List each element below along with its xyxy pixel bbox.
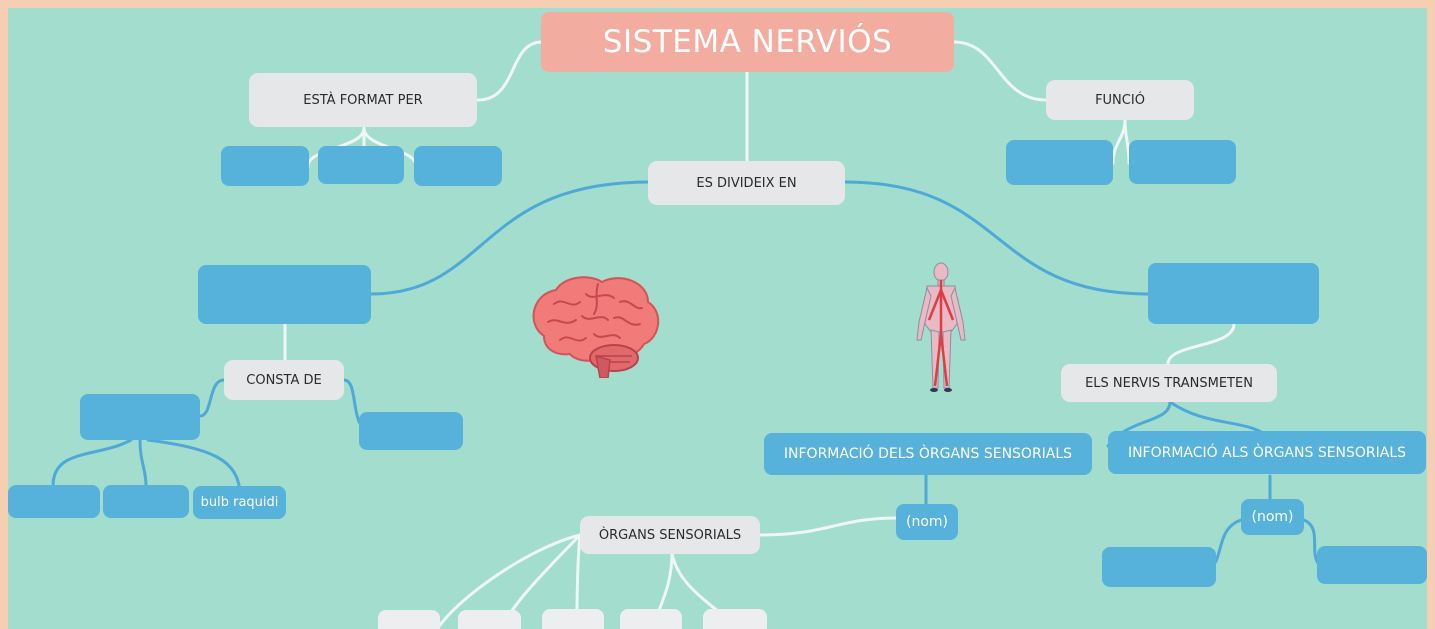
link-divideix-cns	[369, 180, 650, 296]
link-organs-sub1	[436, 533, 582, 629]
els-nervis-transmeten-node[interactable]: ELS NERVIS TRANSMETEN	[1061, 364, 1277, 402]
nom-left-box[interactable]	[1102, 547, 1216, 587]
link-funcio-box2	[1123, 118, 1131, 165]
informacio-als-label: INFORMACIÓ ALS ÒRGANS SENSORIALS	[1127, 444, 1407, 461]
nom-right-box[interactable]	[1317, 546, 1427, 584]
organs-sensorials-label: ÒRGANS SENSORIALS	[598, 527, 742, 543]
link-divideix-pns	[843, 180, 1150, 296]
funcio-node[interactable]: FUNCIÓ	[1046, 80, 1194, 120]
els-nervis-transmeten-label: ELS NERVIS TRANSMETEN	[1085, 375, 1253, 391]
esta-format-box-3[interactable]	[414, 146, 502, 186]
organ-box-2[interactable]	[458, 610, 521, 629]
title-node[interactable]: SISTEMA NERVIÓS	[541, 12, 954, 72]
link-title-esta	[476, 40, 544, 102]
consta-de-box-left[interactable]	[80, 394, 200, 440]
funcio-box-1[interactable]	[1006, 140, 1113, 185]
link-consta-box	[198, 378, 226, 418]
human-body-icon	[916, 262, 966, 392]
link-title-funcio	[952, 40, 1048, 102]
link-nom-left-box	[1211, 518, 1243, 568]
link-pns-nervis	[1166, 322, 1236, 366]
organ-box-4[interactable]	[620, 609, 682, 629]
central-nervous-box[interactable]	[198, 265, 371, 324]
nom-left-node[interactable]: (nom)	[896, 504, 958, 540]
es-divideix-en-node[interactable]: ES DIVIDEIX EN	[648, 161, 845, 205]
organ-box-1[interactable]	[378, 610, 440, 629]
esta-format-per-label: ESTÀ FORMAT PER	[303, 92, 423, 108]
link-box-mid	[138, 438, 148, 488]
esta-format-box-1[interactable]	[221, 146, 309, 186]
link-funcio-box1	[1111, 118, 1127, 165]
es-divideix-en-label: ES DIVIDEIX EN	[696, 175, 797, 191]
nom-left-label: (nom)	[906, 514, 948, 530]
link-organs-nom	[758, 516, 898, 537]
link-box-left	[51, 438, 133, 488]
bulb-raquidi-node[interactable]: bulb raquidi	[193, 486, 286, 519]
organ-box-3[interactable]	[542, 609, 604, 629]
esta-format-box-2[interactable]	[318, 146, 404, 184]
part-box-2[interactable]	[103, 485, 189, 518]
esta-format-per-node[interactable]: ESTÀ FORMAT PER	[249, 73, 477, 127]
funcio-box-2[interactable]	[1129, 140, 1236, 184]
informacio-als-node[interactable]: INFORMACIÓ ALS ÒRGANS SENSORIALS	[1108, 431, 1426, 474]
consta-de-label: CONSTA DE	[246, 372, 322, 388]
nom-right-node[interactable]: (nom)	[1241, 499, 1304, 535]
brain-icon	[532, 276, 659, 378]
link-box-bulb	[146, 438, 242, 498]
consta-de-box-right[interactable]	[359, 412, 463, 450]
funcio-label: FUNCIÓ	[1095, 92, 1145, 108]
organ-box-5[interactable]	[703, 609, 767, 629]
mind-map-canvas: SISTEMA NERVIÓS ESTÀ FORMAT PER FUNCIÓ E…	[8, 8, 1427, 629]
consta-de-node[interactable]: CONSTA DE	[224, 360, 344, 400]
title-label: SISTEMA NERVIÓS	[602, 24, 893, 60]
peripheral-nervous-box[interactable]	[1148, 263, 1319, 324]
organs-sensorials-node[interactable]: ÒRGANS SENSORIALS	[580, 516, 760, 554]
bulb-raquidi-label: bulb raquidi	[200, 495, 279, 510]
part-box-1[interactable]	[8, 485, 100, 518]
informacio-dels-node[interactable]: INFORMACIÓ DELS ÒRGANS SENSORIALS	[764, 433, 1092, 475]
informacio-dels-label: INFORMACIÓ DELS ÒRGANS SENSORIALS	[783, 446, 1073, 462]
nom-right-label: (nom)	[1251, 509, 1294, 525]
